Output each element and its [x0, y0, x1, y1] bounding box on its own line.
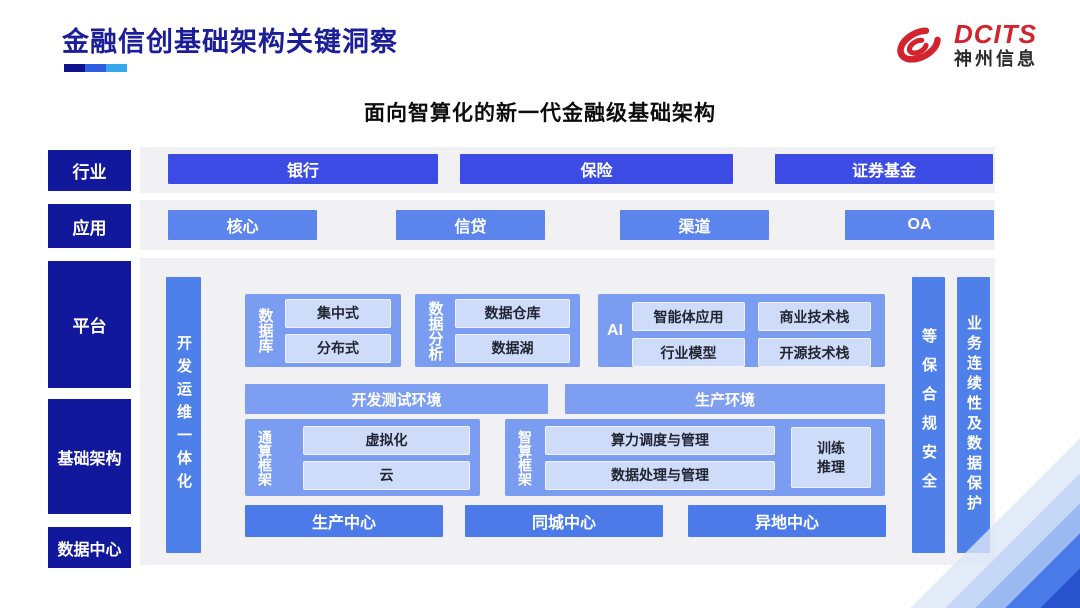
center-same-city: 同城中心: [465, 505, 663, 537]
diagram-subtitle: 面向智算化的新一代金融级基础架构: [364, 102, 716, 125]
application-item-core: 核心: [168, 210, 317, 240]
devops-vertical-bar: 开发运维一体化: [166, 277, 201, 553]
chip-commercial-stack: 商业技术栈: [758, 302, 871, 331]
page-title: 金融信创基础架构关键洞察: [62, 27, 398, 57]
group-analytics: 数据分析 数据仓库 数据湖: [415, 294, 580, 367]
industry-item-insurance: 保险: [460, 154, 733, 184]
chip-opensource-stack: 开源技术栈: [758, 338, 871, 367]
chip-data-lake: 数据湖: [455, 333, 570, 363]
application-item-oa: OA: [845, 210, 994, 240]
group-database: 数据库 集中式 分布式: [245, 294, 401, 367]
industry-item-bank: 银行: [168, 154, 438, 184]
rail-label-datacenter: 数据中心: [48, 527, 131, 568]
application-item-channel: 渠道: [620, 210, 769, 240]
rail-label-platform: 平台: [48, 261, 131, 388]
chip-industry-model: 行业模型: [632, 338, 745, 367]
chip-virtualization: 虚拟化: [303, 425, 470, 455]
env-dev-test: 开发测试环境: [245, 384, 548, 414]
rail-label-application: 应用: [48, 204, 131, 248]
group-ai-label: AI: [607, 321, 623, 339]
chip-data-warehouse: 数据仓库: [455, 298, 570, 328]
rail-label-industry: 行业: [48, 150, 131, 191]
center-production: 生产中心: [245, 505, 443, 537]
chip-distributed: 分布式: [285, 333, 391, 363]
business-continuity-bar: 业务连续性及数据保护: [957, 277, 990, 553]
chip-centralized: 集中式: [285, 298, 391, 328]
group-intelligent-compute-label: 智算框架: [517, 429, 533, 486]
group-database-label: 数据库: [256, 308, 274, 353]
center-remote: 异地中心: [688, 505, 886, 537]
dcits-logo: DCITS 神州信息: [890, 16, 1038, 74]
group-ai: AI 智能体应用 商业技术栈 行业模型 开源技术栈: [598, 294, 885, 367]
dcits-swirl-icon: [897, 27, 941, 63]
chip-agent-app: 智能体应用: [632, 302, 745, 331]
env-production: 生产环境: [565, 384, 885, 414]
chip-compute-scheduling: 算力调度与管理: [545, 425, 775, 455]
chip-cloud: 云: [303, 460, 470, 490]
title-underline: [64, 64, 127, 72]
chip-training-inference: 训练 推理: [791, 427, 871, 488]
rail-label-infrastructure: 基础架构: [48, 399, 131, 514]
logo-company-text: 神州信息: [954, 49, 1038, 70]
security-compliance-bar: 等保合规安全: [912, 277, 945, 553]
group-analytics-label: 数据分析: [426, 300, 444, 361]
group-general-compute: 通算框架 虚拟化 云: [245, 419, 480, 496]
application-item-credit: 信贷: [396, 210, 545, 240]
chip-data-processing: 数据处理与管理: [545, 460, 775, 490]
group-intelligent-compute: 智算框架 算力调度与管理 数据处理与管理 训练 推理: [505, 419, 885, 496]
group-general-compute-label: 通算框架: [257, 429, 273, 486]
industry-item-securities: 证券基金: [775, 154, 993, 184]
logo-brand-text: DCITS: [954, 18, 1037, 49]
